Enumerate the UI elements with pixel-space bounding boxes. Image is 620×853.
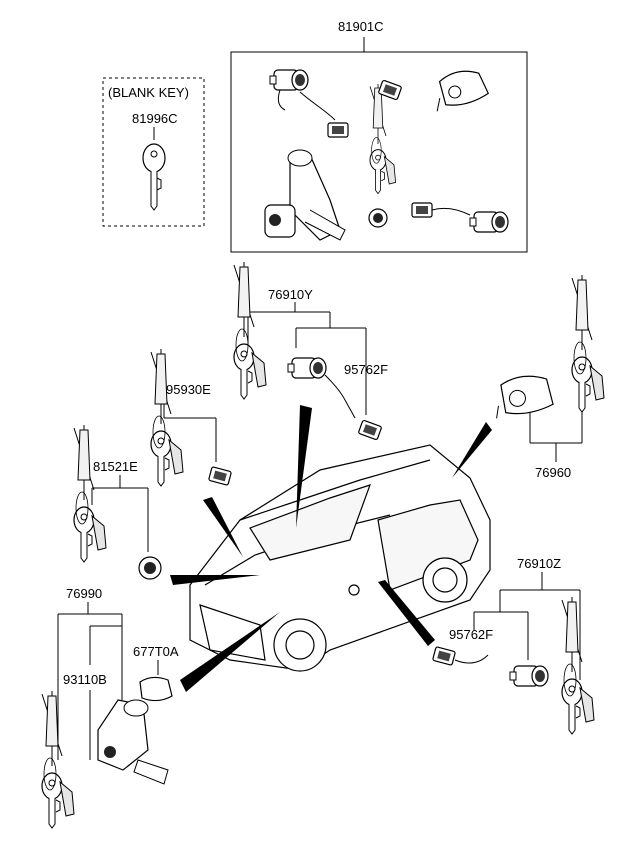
- lock-cylinder-icon: [496, 375, 554, 419]
- lock-cylinder-icon: [269, 69, 309, 111]
- connector-icon: [207, 466, 233, 486]
- part-label-93110B: 93110B: [63, 672, 107, 687]
- connector-icon: [357, 419, 383, 441]
- lock-cylinder-icon: [509, 665, 549, 687]
- key-icon: [561, 596, 595, 735]
- blank-key-box: [102, 77, 205, 227]
- vehicle-icon: [189, 444, 491, 672]
- lock-cylinder-icon: [436, 70, 490, 112]
- lock-cylinder-icon: [138, 556, 162, 580]
- part-label-81996C: 81996C: [132, 111, 178, 126]
- leader-line: [91, 475, 149, 552]
- part-label-95930E: 95930E: [166, 382, 211, 397]
- pointer-wedge: [170, 405, 492, 692]
- part-label-76910Y: 76910Y: [268, 287, 313, 302]
- connector-icon: [411, 202, 433, 218]
- part-label-76960: 76960: [535, 465, 572, 480]
- part-label-81901C: 81901C: [338, 19, 384, 34]
- wire-harness: [431, 207, 471, 216]
- leader-line: [57, 602, 159, 760]
- part-label-76910Z: 76910Z: [517, 556, 562, 571]
- lock-cylinder-icon: [368, 208, 388, 228]
- connector-icon: [431, 646, 457, 666]
- lock-cylinder-icon: [469, 211, 509, 233]
- key-icon: [73, 424, 107, 563]
- key-icon: [571, 274, 605, 413]
- part-label-81521E: 81521E: [93, 459, 138, 474]
- kit-box: [230, 37, 528, 253]
- part-label-95762F-top: 95762F: [344, 362, 389, 377]
- key-icon: [369, 83, 397, 195]
- key-icon: [142, 143, 166, 211]
- part-label-95762F-bottom: 95762F: [449, 627, 494, 642]
- part-label-76990: 76990: [66, 586, 103, 601]
- ignition-switch-icon: [264, 149, 346, 241]
- wire-harness: [454, 654, 489, 664]
- key-icon: [233, 261, 267, 400]
- ignition-switch-icon: [97, 699, 169, 785]
- part-label-677T0A: 677T0A: [133, 644, 179, 659]
- part-label-blank-key: (BLANK KEY): [108, 85, 189, 100]
- wire-harness: [324, 374, 356, 419]
- wire-harness: [299, 91, 336, 121]
- connector-icon: [327, 122, 349, 138]
- lock-cylinder-icon: [287, 357, 327, 379]
- leader-line: [473, 572, 581, 680]
- lock-cylinder-icon: [139, 676, 173, 702]
